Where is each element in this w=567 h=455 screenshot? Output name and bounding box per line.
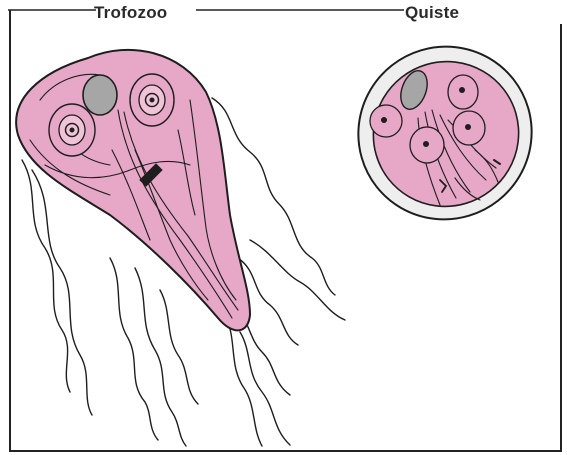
cyst-nucleus-1 xyxy=(448,75,478,109)
trophozoite xyxy=(16,50,345,446)
trophozoite-nucleus-right xyxy=(130,74,174,126)
trophozoite-nucleus-left xyxy=(49,104,95,156)
cyst-nucleus-2 xyxy=(370,105,402,137)
cyst-nucleus-4 xyxy=(410,127,444,163)
cyst xyxy=(323,12,566,255)
trophozoite-gray-body xyxy=(83,75,117,115)
cyst-nucleus-3 xyxy=(453,111,485,145)
cyst-body xyxy=(344,32,548,235)
